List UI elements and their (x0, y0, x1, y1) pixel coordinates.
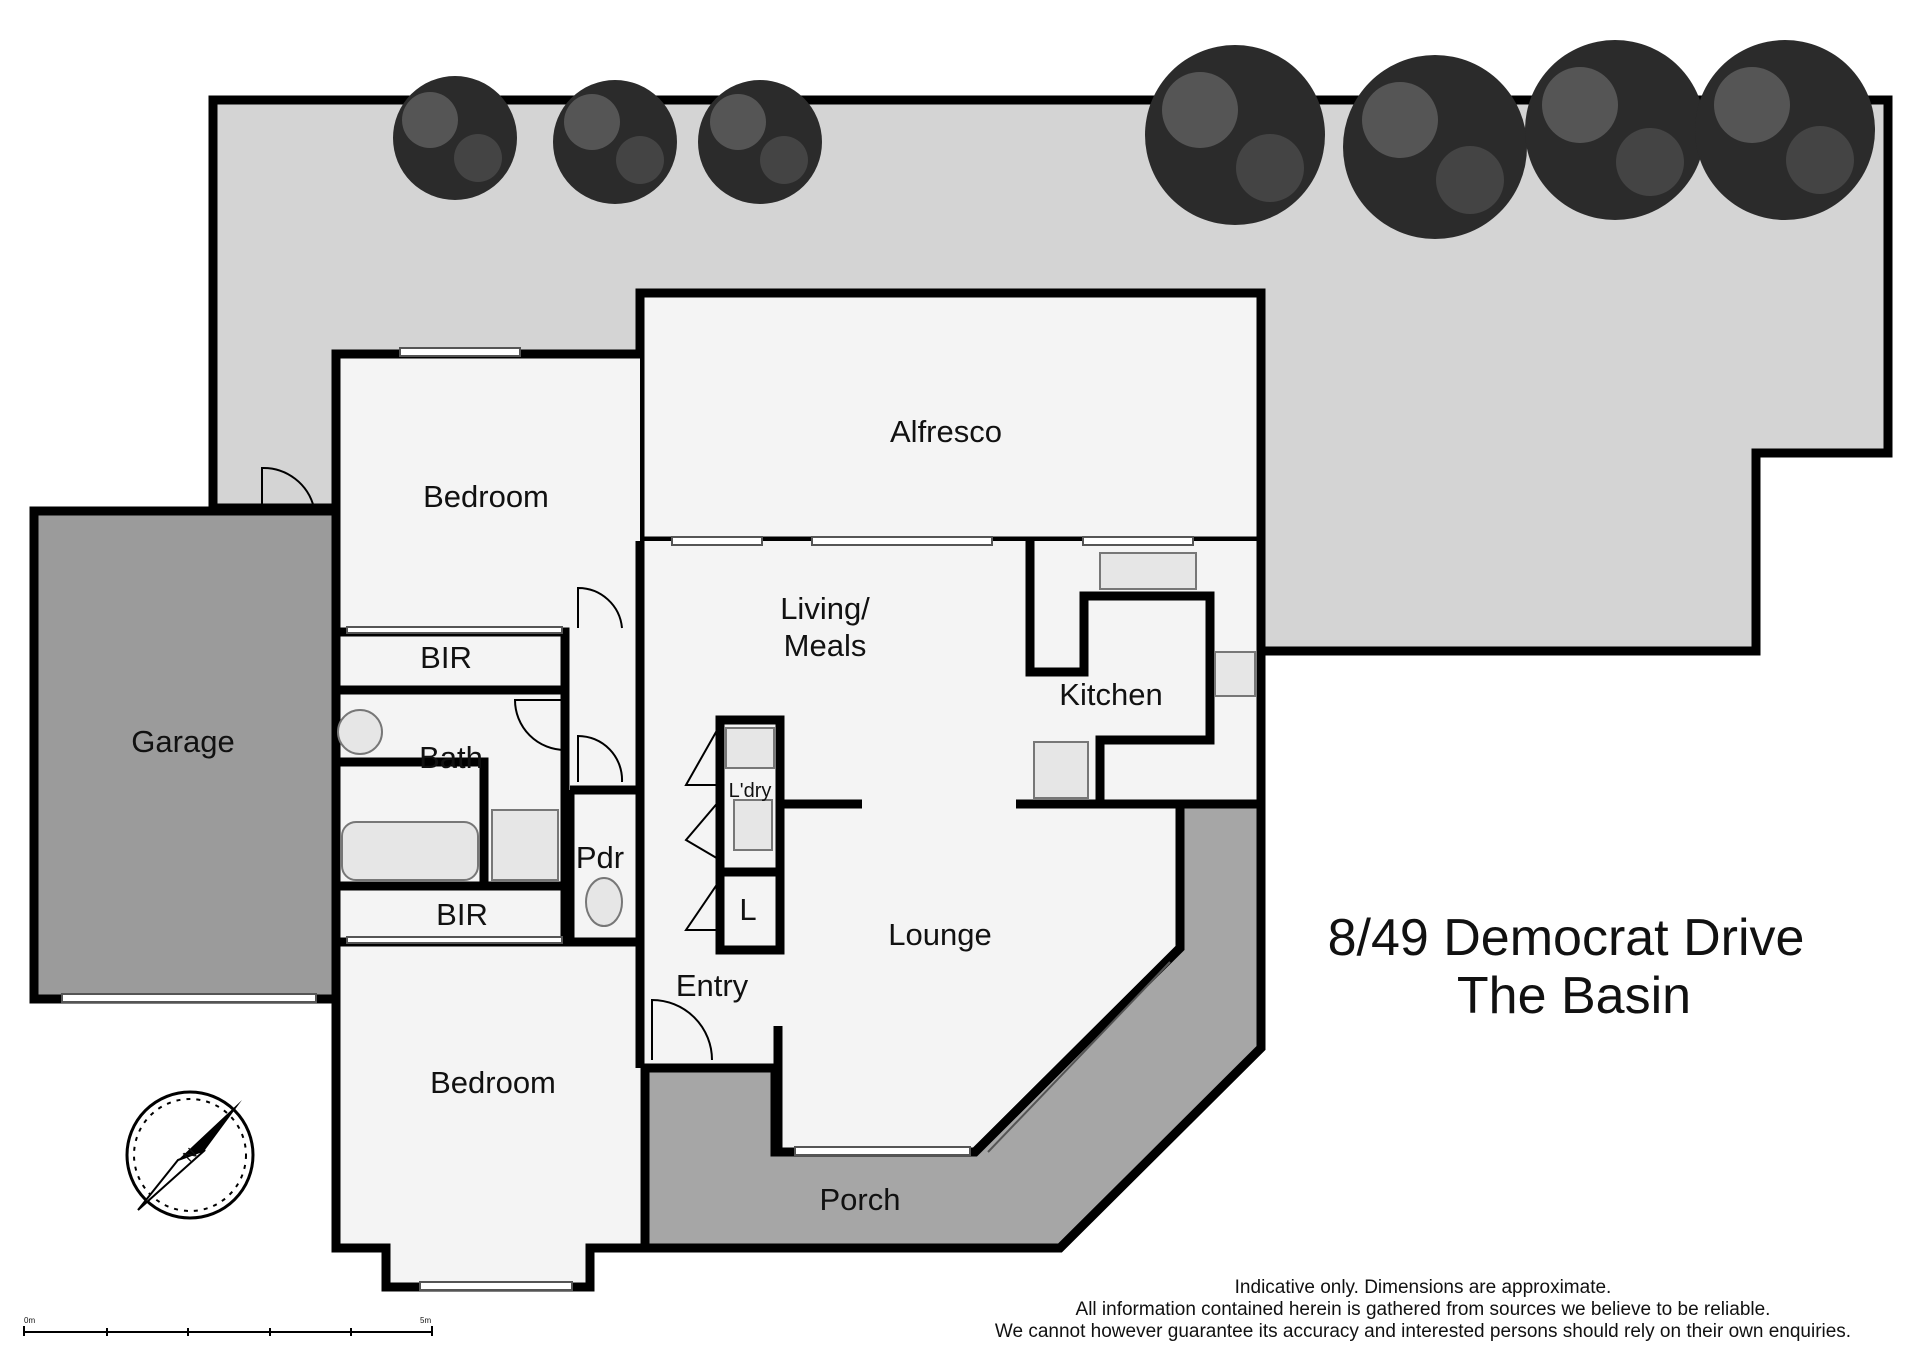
disclaimer-line1: Indicative only. Dimensions are approxim… (1235, 1277, 1612, 1298)
bathtub-icon (341, 821, 479, 881)
scale-start-label: 0m (24, 1316, 35, 1325)
room-label-meals: Meals (784, 628, 867, 663)
room-label-kitchen: Kitchen (1059, 677, 1162, 712)
door-swing-icon (577, 734, 624, 783)
shower-icon (491, 809, 559, 881)
room-label-entry: Entry (676, 968, 749, 1003)
compass: N (125, 1090, 255, 1220)
room-label-laundry: L'dry (729, 780, 772, 802)
room-label-living: Living/ (780, 591, 870, 626)
tree-icon (1695, 40, 1875, 220)
room-label-bedroom-top: Bedroom (423, 479, 549, 514)
windows (346, 347, 1194, 1291)
tree-icon (393, 76, 517, 200)
cooktop-icon (1214, 651, 1256, 697)
door-swing-icon (684, 724, 721, 786)
room-label-bir-top: BIR (420, 640, 472, 675)
room-label-alfresco: Alfresco (890, 414, 1002, 449)
trees (393, 40, 1875, 239)
address-line2: The Basin (1457, 967, 1691, 1025)
disclaimer-line3: We cannot however guarantee its accuracy… (995, 1321, 1851, 1342)
scale-bar: 0m 5m (23, 1316, 433, 1336)
room-label-pdr: Pdr (576, 840, 624, 875)
tree-icon (1343, 55, 1527, 239)
north-arrow-icon (178, 1100, 242, 1160)
room-label-bedroom-bottom: Bedroom (430, 1065, 556, 1100)
room-label-bath: Bath (419, 740, 483, 775)
garage-door-window (61, 993, 317, 1003)
room-label-garage: Garage (131, 724, 234, 759)
basin-icon (337, 709, 383, 755)
address-line1: 8/49 Democrat Drive (1328, 909, 1805, 967)
tree-icon (1145, 45, 1325, 225)
door-swing-icon (513, 699, 566, 751)
garage-area (29, 506, 341, 1004)
fixtures (337, 552, 1256, 927)
toilet-icon (585, 877, 623, 927)
door-swing-icon (684, 799, 721, 861)
tree-icon (698, 80, 822, 204)
doors (513, 586, 721, 1061)
walls (331, 293, 1266, 1292)
sink-icon (1099, 552, 1197, 590)
fridge-icon (1033, 741, 1089, 799)
laundry-appliance-icon (725, 727, 775, 769)
room-label-porch: Porch (820, 1182, 901, 1217)
room-label-linen: L (739, 892, 756, 927)
laundry-tub-icon (733, 799, 773, 851)
room-label-bir-bottom: BIR (436, 897, 488, 932)
door-swing-icon (577, 586, 623, 629)
door-swing-icon (684, 879, 721, 931)
room-label-lounge: Lounge (888, 917, 991, 952)
door-swing-icon (261, 466, 315, 509)
tree-icon (1525, 40, 1705, 220)
scale-end-label: 5m (420, 1316, 431, 1325)
door-swing-icon (651, 998, 713, 1061)
disclaimer-line2: All information contained herein is gath… (1076, 1299, 1771, 1320)
tree-icon (553, 80, 677, 204)
